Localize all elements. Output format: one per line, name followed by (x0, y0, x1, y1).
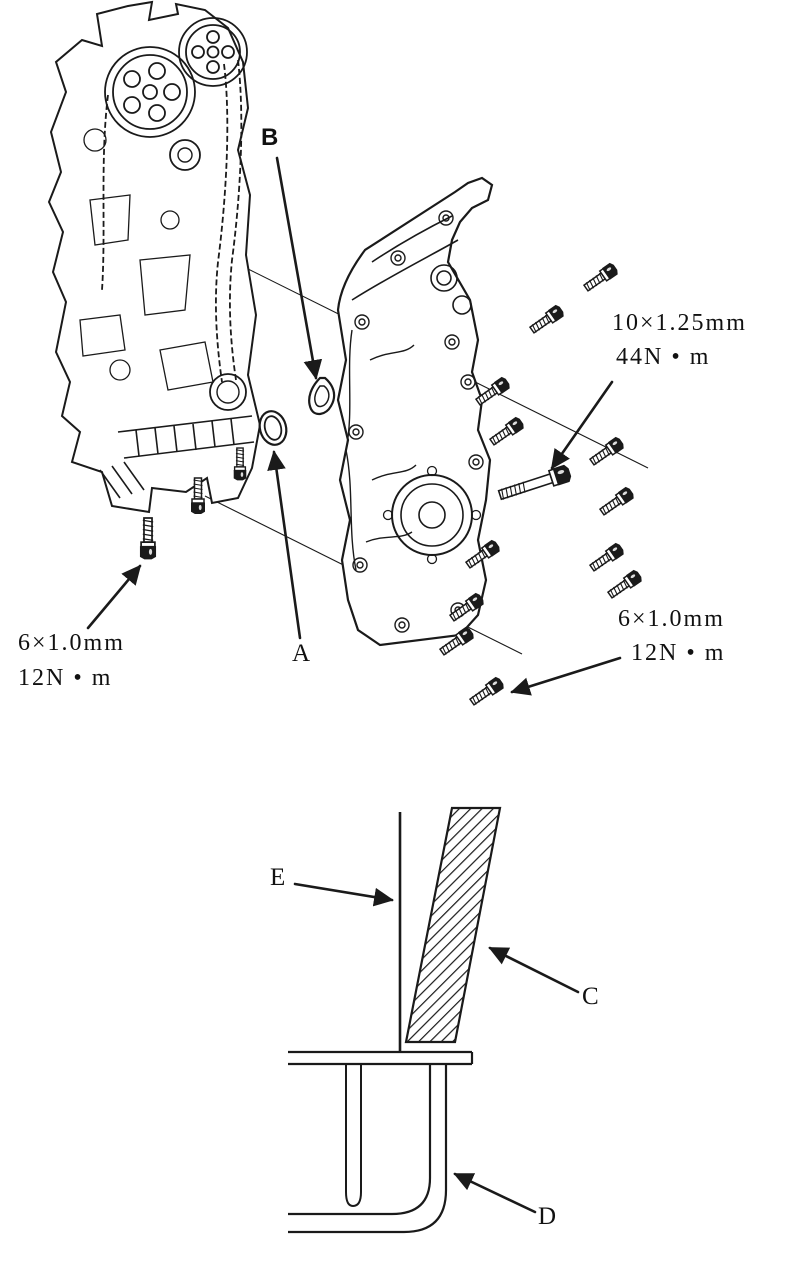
spec-6mm-left-size: 6×1.0mm (18, 630, 125, 656)
bolt-icon (487, 415, 526, 449)
spec-10mm-size: 10×1.25mm (612, 310, 747, 336)
arrow-to-seal-b (275, 156, 323, 380)
arrow-to-gasket-c (488, 946, 580, 994)
spec-6mm-left-torque: 12N • m (18, 665, 113, 691)
tensioner-pulley (169, 139, 201, 171)
arrow-to-right-6mm-bolt (510, 656, 622, 696)
tensioner-pulley-inner (177, 147, 193, 163)
bolt-10mm-icon (496, 463, 573, 504)
bolt-icon (527, 303, 566, 337)
arrow-to-case-edge-e (293, 882, 394, 907)
bolt-icon (581, 261, 620, 295)
crank-sprocket (209, 373, 247, 411)
crank-sprocket-inner (216, 380, 240, 404)
timing-chain (101, 59, 243, 383)
spec-6mm-right-size: 6×1.0mm (618, 606, 725, 632)
bolt-icon (139, 517, 157, 560)
sealant-detail (288, 806, 580, 1234)
cover-contours (345, 329, 417, 571)
liquid-gasket-bead (404, 806, 502, 1044)
callout-b-label: B (261, 124, 279, 151)
cover-bolt-holes (348, 210, 484, 633)
o-ring-part-a (258, 410, 288, 446)
cam-sprocket-1 (104, 46, 196, 138)
cam-sprocket-2 (178, 17, 248, 87)
spec-6mm-right-torque: 12N • m (631, 640, 726, 666)
callout-e-label: E (270, 864, 286, 891)
block-bottom-flange (99, 415, 255, 499)
callout-c-label: C (582, 983, 599, 1010)
arrow-to-left-6mm-bolt (86, 564, 142, 630)
chain-case-outline (336, 176, 494, 647)
bolt-icon (587, 541, 626, 575)
mating-surface (288, 1050, 474, 1066)
bolt-icon (605, 568, 644, 602)
oil-pan-rail (288, 1064, 448, 1234)
arrow-to-o-ring-a (267, 450, 302, 640)
chain-case-cover (336, 176, 494, 647)
bolt-icon (597, 485, 636, 519)
engine-block (47, 0, 262, 514)
bolt-icon (467, 675, 506, 709)
arrow-to-pan-rail-d (453, 1172, 537, 1214)
block-casting-details (79, 128, 214, 391)
callout-arrows-bottom (293, 882, 580, 1214)
crank-opening (382, 465, 482, 565)
spec-10mm-torque: 44N • m (616, 344, 711, 370)
callout-a-label: A (292, 640, 311, 667)
callout-arrows-top (86, 156, 622, 696)
seal-part-b (308, 376, 336, 416)
arrow-to-10mm-bolt (550, 380, 614, 470)
cover-arm-detail (351, 215, 472, 315)
engine-block-outline (47, 0, 262, 514)
callout-d-label: D (538, 1203, 557, 1230)
